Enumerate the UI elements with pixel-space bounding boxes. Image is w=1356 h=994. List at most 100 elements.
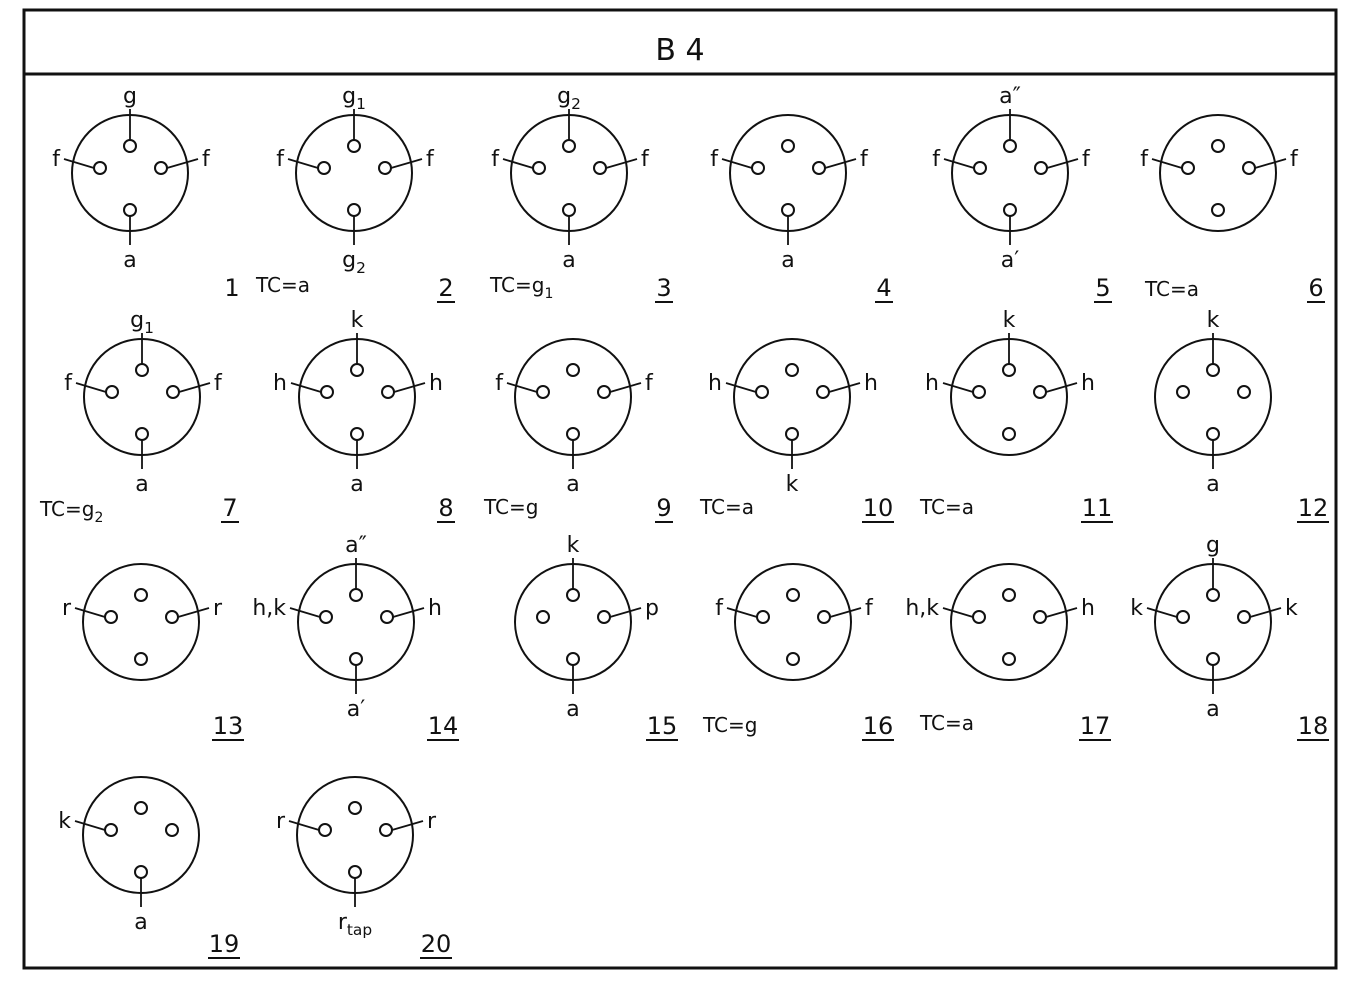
pin-bottom: [1002, 427, 1016, 441]
top-cap-note: TC=g1: [489, 273, 553, 302]
pin-top: [350, 363, 364, 377]
pin-label-left: h,k: [905, 596, 939, 621]
pin-bottom: [566, 427, 580, 441]
pin-lead-left: [721, 158, 753, 169]
pin-label-left: k: [58, 809, 71, 834]
base-number: 1: [224, 274, 239, 302]
pin-label-right-text: h: [1081, 371, 1095, 396]
pin-lead-left: [75, 382, 107, 393]
pin-label-right-text: f: [202, 147, 211, 172]
pin-label-right-text: f: [645, 371, 654, 396]
pin-label-right-text: f: [214, 371, 223, 396]
pin-label-bottom-text: a: [566, 697, 579, 722]
pin-label-bottom: g2: [342, 248, 366, 277]
base-number: 2: [438, 274, 453, 302]
base-number: 14: [428, 712, 459, 740]
base-number: 17: [1080, 712, 1111, 740]
pin-left: [973, 161, 987, 175]
pin-label-left: h: [708, 371, 722, 396]
pin-top: [1002, 363, 1016, 377]
pin-right: [166, 385, 180, 399]
pin-label-right: f: [645, 371, 654, 396]
pin-bottom: [134, 652, 148, 666]
pin-label-right-text: h: [864, 371, 878, 396]
pin-label-left: h: [925, 371, 939, 396]
base-number: 10: [863, 494, 894, 522]
pin-top: [348, 801, 362, 815]
top-cap-note-subscript: 2: [94, 510, 103, 526]
pin-label-bottom-text: a: [781, 248, 794, 273]
top-cap-note-text: TC=g: [489, 273, 544, 297]
pin-label-top: k: [567, 533, 580, 558]
pin-lead-left: [506, 382, 538, 393]
base-number: 6: [1308, 274, 1323, 302]
pin-bottom: [348, 865, 362, 879]
pin-lead-left: [1146, 607, 1178, 618]
pin-label-top: g: [123, 84, 137, 109]
pin-label-bottom-text: a: [135, 472, 148, 497]
pin-lead-left: [74, 820, 106, 831]
pin-label-right: f: [1290, 147, 1299, 172]
base-outline: [734, 563, 852, 681]
pin-left: [972, 610, 986, 624]
pin-label-bottom-text: a: [1206, 697, 1219, 722]
pin-lead-left: [74, 607, 106, 618]
pin-bottom: [1206, 427, 1220, 441]
pin-lead-left: [942, 382, 974, 393]
pin-label-bottom: k: [786, 472, 799, 497]
base-outline: [950, 563, 1068, 681]
pin-bottom: [350, 427, 364, 441]
pin-lead-right: [829, 607, 862, 618]
pin-label-left: f: [1140, 147, 1149, 172]
pin-left: [756, 610, 770, 624]
pin-label-top-text: g: [130, 308, 144, 333]
pin-label-left-text: r: [62, 596, 72, 621]
pin-top: [134, 588, 148, 602]
top-cap-note: TC=a: [1144, 277, 1199, 301]
pin-label-left-text: f: [276, 147, 285, 172]
pin-label-left-text: k: [58, 809, 71, 834]
pin-label-left-text: h: [708, 371, 722, 396]
pin-top: [349, 588, 363, 602]
pin-label-bottom-text: a: [566, 472, 579, 497]
pin-label-bottom-text: a: [562, 248, 575, 273]
base-outline: [1159, 114, 1277, 232]
pin-label-top-text: k: [351, 308, 364, 333]
pin-label-left: h,k: [252, 596, 286, 621]
pin-label-left: f: [710, 147, 719, 172]
pin-label-bottom: a: [1206, 472, 1219, 497]
pin-label-right: h: [1081, 596, 1095, 621]
pin-label-left-text: h,k: [252, 596, 286, 621]
pin-right: [597, 385, 611, 399]
pin-left: [536, 610, 550, 624]
pin-top: [1206, 588, 1220, 602]
pin-label-bottom: a: [566, 472, 579, 497]
pin-lead-left: [287, 158, 319, 169]
pin-label-top-text: a″: [999, 84, 1021, 109]
sheet-title: B 4: [655, 33, 704, 68]
pin-label-left-text: f: [52, 147, 61, 172]
pin-lead-left: [942, 607, 974, 618]
pin-bottom: [1206, 652, 1220, 666]
pin-label-bottom-text: g: [342, 248, 356, 273]
pin-label-right-text: f: [865, 596, 874, 621]
pin-label-bottom: a: [562, 248, 575, 273]
pin-label-right: h: [429, 371, 443, 396]
pin-top: [781, 139, 795, 153]
pin-left: [1176, 610, 1190, 624]
pin-lead-right: [1045, 607, 1078, 618]
pin-label-right: f: [1082, 147, 1091, 172]
pin-label-bottom: a: [135, 472, 148, 497]
pin-left: [755, 385, 769, 399]
pin-label-right-text: p: [645, 596, 659, 621]
pin-bottom: [349, 652, 363, 666]
pin-label-right: f: [214, 371, 223, 396]
tube-base-6: f f 6 TC=a: [1140, 114, 1325, 303]
pin-label-top: g1: [342, 84, 366, 113]
top-cap-note-text: TC=a: [699, 495, 754, 519]
pin-label-right: f: [426, 147, 435, 172]
pin-label-bottom: a: [566, 697, 579, 722]
